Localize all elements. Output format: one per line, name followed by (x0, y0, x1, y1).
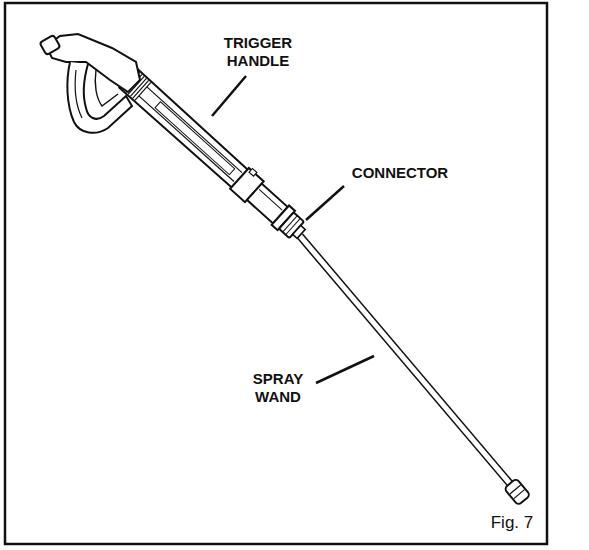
spray-wand-tube (300, 236, 512, 486)
part-label: CONNECTOR (338, 164, 462, 182)
trigger-handle-body (119, 66, 312, 244)
gun-head-grip (40, 34, 140, 133)
figure-number: Fig. 7 (480, 514, 544, 532)
leader-line (316, 356, 374, 383)
figure-frame (5, 3, 547, 544)
nozzle-tip (504, 478, 530, 505)
part-label: TRIGGER HANDLE (214, 34, 302, 70)
leader-line (306, 186, 344, 220)
connector-nut (272, 206, 310, 244)
part-label: SPRAY WAND (241, 370, 315, 406)
leader-line (212, 76, 246, 116)
